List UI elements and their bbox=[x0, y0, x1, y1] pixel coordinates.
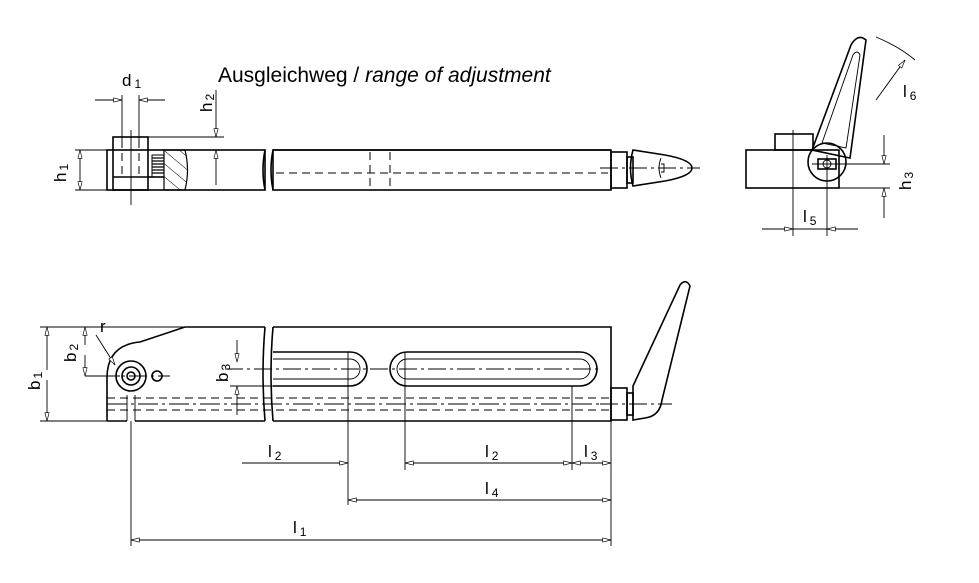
dim-r: r bbox=[40, 317, 185, 365]
plan-view bbox=[100, 280, 691, 422]
dim-b1: b1 bbox=[25, 327, 107, 422]
svg-text:l4: l4 bbox=[485, 479, 499, 500]
svg-text:b3: b3 bbox=[213, 364, 233, 382]
svg-text:l6: l6 bbox=[903, 82, 917, 103]
title: Ausgleichweg / range of adjustment bbox=[218, 64, 552, 87]
svg-text:l1: l1 bbox=[293, 518, 307, 539]
svg-text:l5: l5 bbox=[803, 207, 817, 228]
svg-text:b2: b2 bbox=[61, 344, 81, 362]
extension-lines bbox=[130, 352, 612, 546]
dim-h2: h2 bbox=[148, 90, 224, 185]
dim-b2: b2 bbox=[61, 327, 120, 377]
svg-text:h2: h2 bbox=[197, 94, 217, 112]
svg-text:h3: h3 bbox=[896, 172, 916, 190]
svg-text:l3: l3 bbox=[584, 442, 598, 463]
svg-text:l2: l2 bbox=[485, 442, 499, 463]
svg-text:b1: b1 bbox=[25, 372, 45, 390]
svg-text:d1: d1 bbox=[122, 71, 141, 91]
dim-h3: h3 bbox=[884, 135, 916, 218]
dim-b3: b3 bbox=[213, 340, 273, 415]
svg-text:r: r bbox=[100, 317, 106, 336]
dim-h1: h1 bbox=[51, 149, 107, 191]
side-view bbox=[106, 130, 700, 205]
svg-text:h1: h1 bbox=[51, 164, 71, 182]
svg-text:l2: l2 bbox=[268, 442, 282, 463]
end-view bbox=[745, 36, 916, 236]
